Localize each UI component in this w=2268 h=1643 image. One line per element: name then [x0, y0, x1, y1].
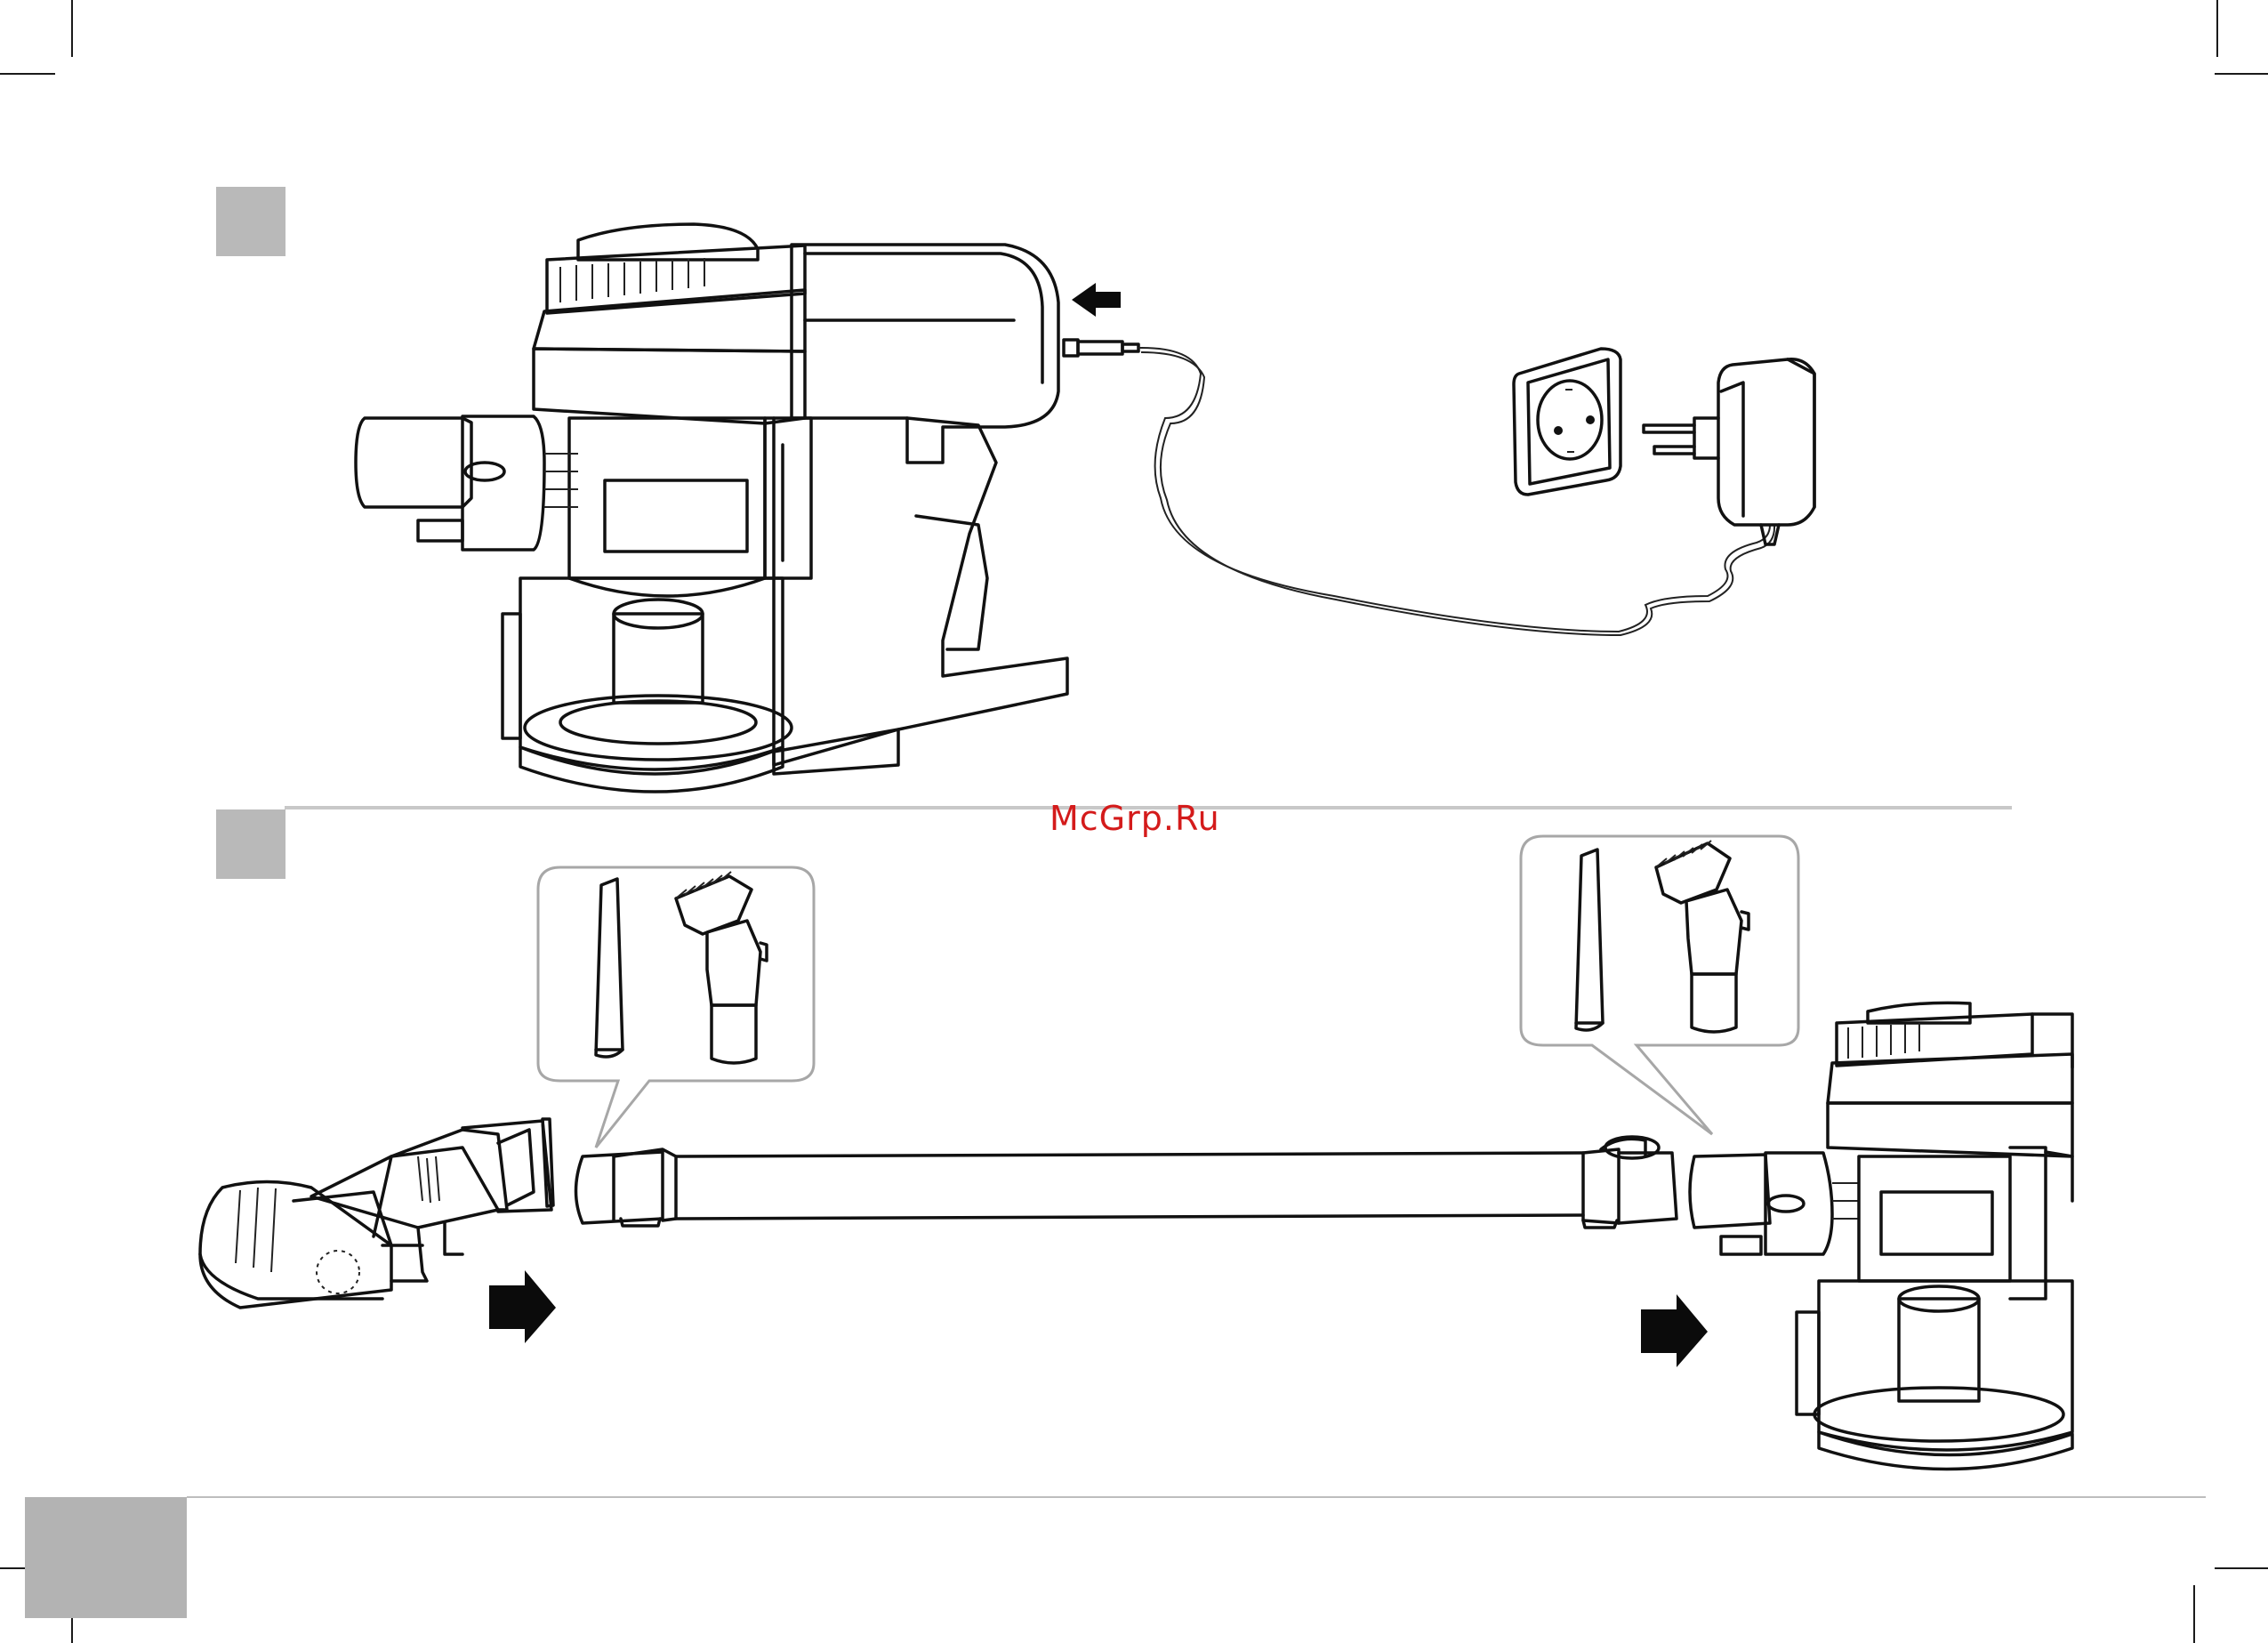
power-adapter: [1644, 359, 1814, 544]
attach-arrow-left: [489, 1270, 556, 1343]
floor-brush-head: [200, 1119, 553, 1308]
accessory-bubble-left: [538, 867, 814, 1148]
charging-cable: [1064, 340, 1774, 635]
vacuum-main-unit-bottom: [1690, 1003, 2072, 1469]
extension-tube: [576, 1137, 1677, 1228]
wall-socket: [1514, 349, 1621, 495]
vacuum-main-unit-top: [356, 224, 1067, 792]
attach-arrow-right: [1641, 1294, 1708, 1367]
accessory-bubble-right: [1521, 836, 1798, 1134]
insert-arrow: [1072, 283, 1121, 317]
